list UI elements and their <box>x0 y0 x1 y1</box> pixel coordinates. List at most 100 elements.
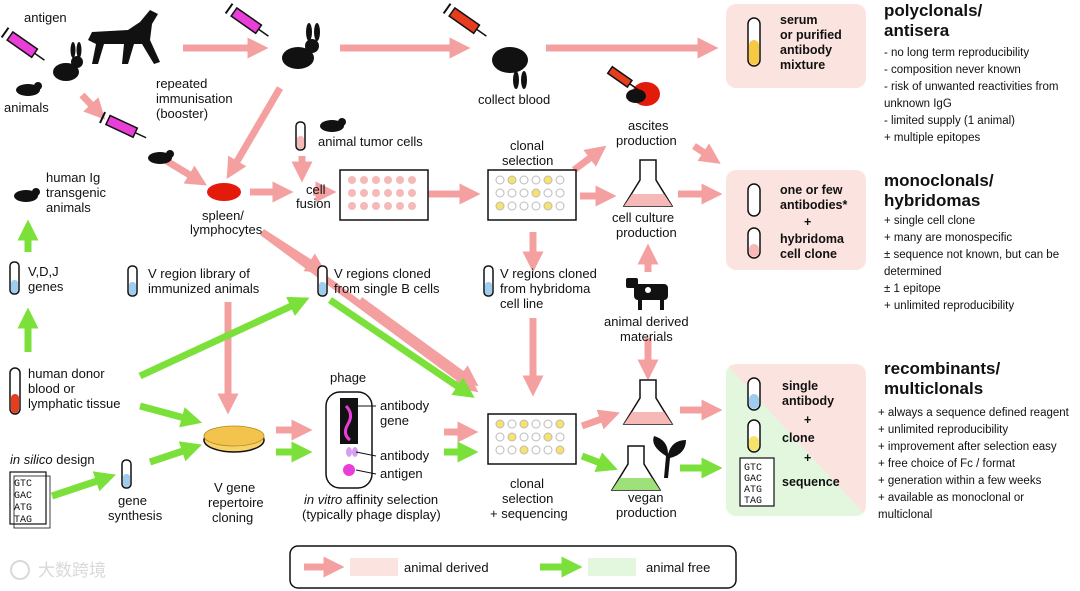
serum-tube-icon <box>747 17 761 67</box>
arrow-donor-to-cloning <box>139 402 203 428</box>
poly-box-2: or purified <box>780 28 842 42</box>
mono-heading-2: hybridomas <box>884 191 980 210</box>
mouse-icon <box>16 82 42 96</box>
syringe-red-icon <box>442 3 487 37</box>
poly-heading-2: antisera <box>884 21 950 40</box>
plant-icon <box>653 436 686 478</box>
seq-codon-3: ATG <box>744 485 762 496</box>
animal-derived-arrows <box>79 37 723 443</box>
watermark: 大数跨境 <box>10 560 106 581</box>
rec-box-6: sequence <box>782 475 840 489</box>
test-tube-icon-5 <box>121 459 132 489</box>
mono-bullet-2: + many are monospecific <box>884 232 1012 244</box>
label-repeated-3: (booster) <box>156 106 208 121</box>
codon-2: GAC <box>14 491 32 502</box>
label-antigen-2: antigen <box>380 466 423 481</box>
mouse-ascites-icon <box>626 82 660 106</box>
rec-bullet-6: + available as monoclonal or <box>878 492 1024 504</box>
label-collect-blood: collect blood <box>478 92 550 107</box>
label-synthesis-2: synthesis <box>108 508 163 523</box>
label-donor-1: human donor <box>28 366 105 381</box>
rabbit-upside-icon <box>492 47 528 89</box>
label-clonal-top-2: selection <box>502 153 553 168</box>
mouse-icon-3 <box>14 188 40 202</box>
cow-icon <box>626 278 668 310</box>
rec-box-2: antibody <box>782 394 834 408</box>
clone-tube-icon <box>747 419 761 453</box>
legend-animal-free: animal free <box>646 560 710 575</box>
mono-bullet-1: + single cell clone <box>884 215 975 227</box>
rec-bullet-7: multiclonal <box>878 509 932 521</box>
clonal-plate-icon-2 <box>487 413 577 465</box>
label-donor-3: lymphatic tissue <box>28 396 120 411</box>
label-vgene-3: cloning <box>212 510 253 525</box>
rec-box-3: + <box>804 413 811 427</box>
test-tube-icon-2 <box>127 265 138 297</box>
flask-icon-2 <box>622 379 674 425</box>
dna-codon-card: GTC GAC ATG TAG <box>9 471 51 529</box>
seq-codon-4: TAG <box>744 496 762 507</box>
label-donor-2: blood or <box>28 381 76 396</box>
label-synthesis-1: gene <box>118 493 147 508</box>
mono-heading-1: monoclonals/ <box>884 171 994 190</box>
arrow-animals-to-mouse <box>79 92 106 120</box>
arrow-single-to-clonal <box>357 297 479 387</box>
label-antibody-gene-1: antibody <box>380 398 430 413</box>
label-hybridoma-2: from hybridoma <box>500 281 591 296</box>
label-repeated-1: repeated <box>156 76 207 91</box>
arrow-clonal-to-ascites <box>571 145 607 173</box>
mouse-icon-2 <box>148 150 174 164</box>
test-tube-icon-3 <box>317 265 328 297</box>
poly-box-1: serum <box>780 13 818 27</box>
monoclonal-box <box>726 170 866 270</box>
label-culture-1: cell culture <box>612 210 674 225</box>
phage-tube-icon <box>325 391 377 489</box>
poly-bullet-2: - composition never known <box>884 64 1021 76</box>
arrow-spleen-long-to-clonal <box>259 229 479 393</box>
arrow-synthesis-to-cloning <box>148 441 202 466</box>
codon-3: ATG <box>14 503 32 514</box>
rec-bullet-1: + always a sequence defined reagent <box>878 407 1070 419</box>
syringe-ascites-icon <box>606 65 639 91</box>
rec-box-5: + <box>804 451 811 465</box>
vegan-flask-icon <box>610 445 662 491</box>
rabbit-icon-2 <box>282 23 320 69</box>
mono-box-1: one or few <box>780 183 843 197</box>
label-vdj-2: genes <box>28 279 64 294</box>
label-library-2: immunized animals <box>148 281 260 296</box>
poly-box-4: mixture <box>780 58 825 72</box>
poly-bullet-1: - no long term reproducibility <box>884 47 1029 59</box>
watermark-text: 大数跨境 <box>38 561 106 581</box>
label-in-silico: in silico design <box>10 452 95 467</box>
label-tumor-cells: animal tumor cells <box>318 134 423 149</box>
label-phage: phage <box>330 370 366 385</box>
seq-codon-1: GTC <box>744 463 762 474</box>
label-human-ig-3: animals <box>46 200 91 215</box>
spleen-icon <box>207 183 241 201</box>
label-single-1: V regions cloned <box>334 266 431 281</box>
rec-bullet-3: + improvement after selection easy <box>878 441 1057 453</box>
mono-tube-icon <box>747 183 761 217</box>
mono-box-2: antibodies* <box>780 198 848 212</box>
seq-codon-2: GAC <box>744 474 762 485</box>
arrow-ascites-to-mono <box>692 143 721 164</box>
rec-heading-2: multiclonals <box>884 379 983 398</box>
legend-animal-derived: animal derived <box>404 560 489 575</box>
label-clonal2-1: clonal <box>510 476 544 491</box>
mono-box-3: + <box>804 215 811 229</box>
poly-bullet-4: unknown IgG <box>884 98 952 110</box>
poly-bullet-6: + multiple epitopes <box>884 132 980 144</box>
label-ascites-1: ascites <box>628 118 669 133</box>
arrow-insilico-to-synthesis <box>50 471 116 500</box>
label-vgene-2: repertoire <box>208 495 264 510</box>
single-antibody-tube-icon <box>747 377 761 411</box>
rec-box-1: single <box>782 379 818 393</box>
clonal-plate-icon <box>487 169 577 221</box>
mono-box-4: hybridoma <box>780 232 845 246</box>
codon-4: TAG <box>14 515 32 526</box>
poly-bullet-5: - limited supply (1 animal) <box>884 115 1015 127</box>
label-spleen-2: lymphocytes <box>190 222 263 237</box>
blood-tube-icon <box>9 367 21 415</box>
label-vegan-2: production <box>616 505 677 520</box>
